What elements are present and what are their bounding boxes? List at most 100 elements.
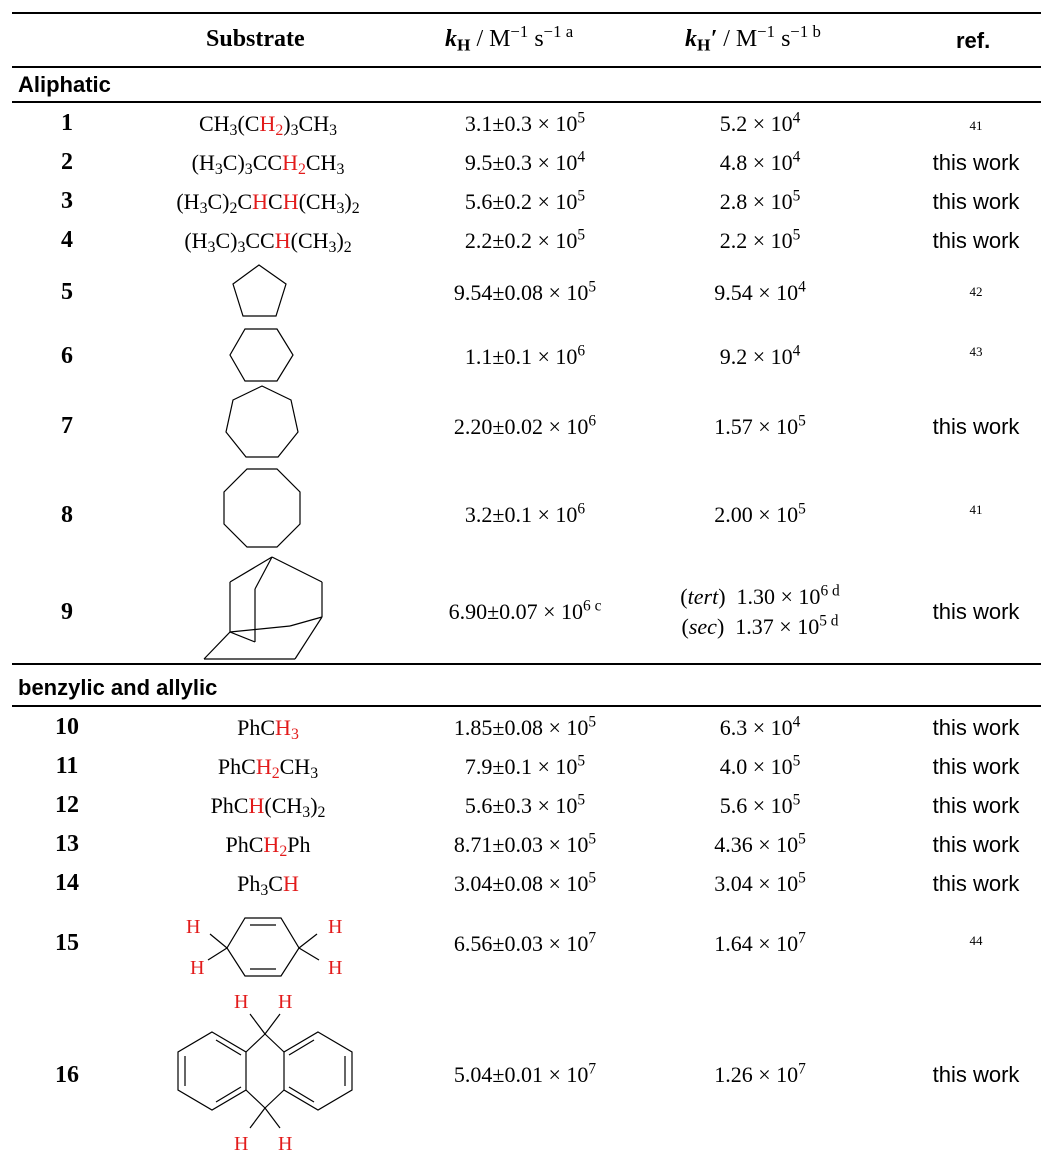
- kh-exp2: −1 a: [543, 21, 574, 41]
- row-6-ref: 43: [969, 344, 983, 359]
- kh-subscript: H: [457, 35, 471, 55]
- row-16-ref: this work: [932, 1062, 1020, 1087]
- cyclohexane-structure: [229, 327, 295, 383]
- cyclopentane-structure: [230, 263, 290, 319]
- row-5-number: 5: [61, 279, 73, 305]
- row-4-kh: 2.2±0.2 × 105: [464, 226, 586, 253]
- row-8-ref: 41: [969, 502, 983, 517]
- row-12-kh: 5.6±0.3 × 105: [464, 791, 586, 818]
- row-3-ref: this work: [932, 189, 1020, 214]
- row-15-kh: 6.56±0.03 × 107: [453, 929, 597, 956]
- row-16-kh: 5.04±0.01 × 107: [453, 1060, 597, 1087]
- header-rule: [12, 66, 1041, 68]
- row-2-number: 2: [61, 149, 73, 175]
- row-4-ref: this work: [932, 228, 1020, 253]
- h-label-15-a: H: [186, 916, 200, 938]
- row-6-khp: 9.2 × 104: [719, 342, 801, 369]
- adamantane-structure: [200, 554, 330, 662]
- row-13-khp: 4.36 × 105: [714, 830, 806, 857]
- khp-units: / M: [717, 26, 758, 52]
- cyclohexadiene-structure: H H H H: [186, 916, 342, 979]
- h-label-16-d: H: [278, 1133, 292, 1154]
- row-13-number: 13: [55, 831, 79, 857]
- row-7-ref: this work: [932, 414, 1020, 439]
- row-8-khp: 2.00 × 105: [714, 500, 806, 527]
- row-11-ref: this work: [932, 754, 1020, 779]
- header-substrate: Substrate: [206, 26, 305, 52]
- row-8-kh: 3.2±0.1 × 106: [464, 500, 586, 527]
- row-10-ref: this work: [932, 715, 1020, 740]
- header-kh: kH / M−1 s−1 a: [445, 23, 573, 55]
- row-12-number: 12: [55, 792, 79, 818]
- row-10-kh: 1.85±0.08 × 105: [453, 713, 597, 740]
- row-11-khp: 4.0 × 105: [719, 752, 801, 779]
- row-14-number: 14: [55, 870, 79, 896]
- row-1-number: 1: [61, 110, 73, 136]
- row-9-khp-tert: (tert) 1.30 × 106 d: [680, 582, 840, 609]
- row-2-ref: this work: [932, 150, 1020, 175]
- f1-a-sub: 3: [229, 121, 238, 139]
- f1-c: ): [283, 111, 291, 136]
- section-divider-rule: [12, 663, 1041, 665]
- f1-b: (C: [237, 111, 260, 136]
- row-1-kh: 3.1±0.3 × 105: [464, 109, 586, 136]
- row-16-number: 16: [55, 1062, 79, 1088]
- row-3-khp: 2.8 × 105: [719, 187, 801, 214]
- khp-prime: ′: [710, 26, 718, 52]
- row-10-substrate: PhCH3: [237, 715, 299, 743]
- khp-s: s: [775, 26, 791, 52]
- kh-units: / M: [470, 26, 511, 52]
- h-label-16-c: H: [234, 1133, 248, 1154]
- row-4-khp: 2.2 × 105: [719, 226, 801, 253]
- khp-subscript: H: [697, 35, 711, 55]
- h-label-16-a: H: [234, 991, 248, 1013]
- cycloheptane-structure: [224, 384, 300, 466]
- khp-exp1: −1: [757, 21, 776, 41]
- row-11-number: 11: [55, 753, 79, 779]
- kh-exp1: −1: [510, 21, 529, 41]
- row-2-khp: 4.8 × 104: [719, 148, 801, 175]
- row-10-khp: 6.3 × 104: [719, 713, 801, 740]
- row-6-kh: 1.1±0.1 × 106: [464, 342, 586, 369]
- row-2-kh: 9.5±0.3 × 104: [464, 148, 586, 175]
- row-2-substrate: (H3C)3CCH2CH3: [191, 150, 345, 178]
- section-benzylic: benzylic and allylic: [18, 675, 218, 700]
- row-3-kh: 5.6±0.2 × 105: [464, 187, 586, 214]
- row-11-kh: 7.9±0.1 × 105: [464, 752, 586, 779]
- dihydroanthracene-structure: H H H H: [160, 991, 370, 1154]
- top-rule: [12, 12, 1041, 14]
- benzylic-rule: [12, 705, 1041, 707]
- row-9-number: 9: [61, 599, 73, 625]
- row-7-khp: 1.57 × 105: [714, 412, 806, 439]
- h-label-16-b: H: [278, 991, 292, 1013]
- row-1-ref: 41: [969, 118, 983, 133]
- row-14-khp: 3.04 × 105: [714, 869, 806, 896]
- row-3-number: 3: [61, 188, 73, 214]
- row-4-substrate: (H3C)3CCH(CH3)2: [184, 228, 352, 256]
- row-1-substrate: CH3(CH2)3CH3: [118, 111, 418, 139]
- row-6-number: 6: [61, 343, 73, 369]
- f1-d-sub: 3: [329, 121, 338, 139]
- row-5-ref: 42: [969, 284, 983, 299]
- khp-exp2: −1 b: [790, 21, 821, 41]
- row-13-ref: this work: [932, 832, 1020, 857]
- row-14-kh: 3.04±0.08 × 105: [453, 869, 597, 896]
- cyclooctane-structure: [221, 467, 303, 551]
- row-9-kh: 6.90±0.07 × 106 c: [448, 597, 602, 624]
- row-12-khp: 5.6 × 105: [719, 791, 801, 818]
- row-12-substrate: PhCH(CH3)2: [210, 793, 326, 821]
- f1-h: H: [259, 111, 276, 136]
- f1-d: CH: [298, 111, 330, 136]
- f1-c-sub: 3: [290, 121, 299, 139]
- row-7-kh: 2.20±0.02 × 106: [453, 412, 597, 439]
- row-4-number: 4: [61, 227, 73, 253]
- h-label-15-d: H: [328, 957, 342, 979]
- row-3-substrate: (H3C)2CHCH(CH3)2: [176, 189, 360, 217]
- row-13-substrate: PhCH2Ph: [225, 832, 311, 860]
- row-7-number: 7: [61, 413, 73, 439]
- header-khp: kH′ / M−1 s−1 b: [685, 23, 821, 55]
- row-15-khp: 1.64 × 107: [714, 929, 806, 956]
- khp-symbol: k: [685, 26, 697, 52]
- header-ref: ref.: [956, 28, 991, 53]
